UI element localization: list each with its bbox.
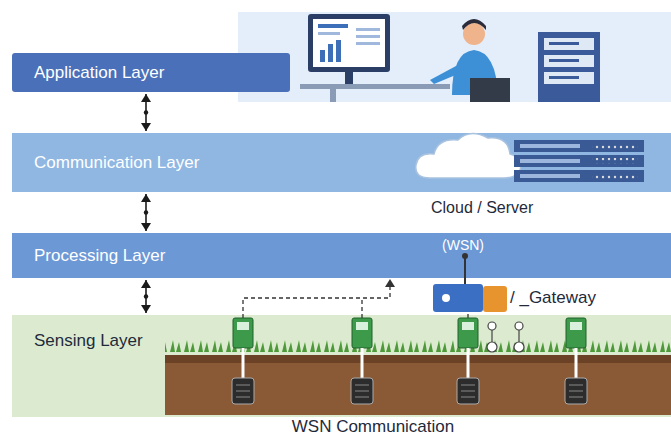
processing-layer: Processing Layer <box>12 233 671 278</box>
soil <box>165 355 671 415</box>
soil-sensors <box>232 318 587 404</box>
layer-title: Sensing Layer <box>34 331 143 351</box>
bidirectional-arrow <box>141 280 151 313</box>
workstation <box>300 14 450 102</box>
sensing-layer: Sensing Layer <box>12 315 671 367</box>
sensing-band <box>12 315 671 417</box>
cloud <box>416 133 521 178</box>
application-layer: Application Layer <box>12 53 290 92</box>
layer-title: Communication Layer <box>34 153 199 173</box>
layer-title: Application Layer <box>34 63 164 83</box>
server-rows <box>514 140 644 182</box>
communication-band <box>12 133 671 192</box>
bidirectional-arrow <box>141 194 151 231</box>
soil-top <box>165 355 671 363</box>
wsn-links <box>243 286 468 318</box>
gateway <box>433 253 507 312</box>
gateway-label: / _Gateway <box>510 288 596 308</box>
communication-layer: Communication Layer <box>12 133 671 192</box>
wsn-arrowhead <box>385 279 395 287</box>
person <box>430 19 510 102</box>
probe-icons <box>487 322 524 352</box>
bidirectional-arrow <box>141 94 151 131</box>
layer-title: Processing Layer <box>34 246 165 266</box>
app-panel <box>238 12 671 102</box>
wsn-antenna-label: (WSN) <box>442 237 484 253</box>
processing-band <box>12 233 671 278</box>
cloud-server-label: Cloud / Server <box>431 199 533 217</box>
server-rack <box>538 32 600 102</box>
caption: WSN Communication <box>292 417 455 437</box>
